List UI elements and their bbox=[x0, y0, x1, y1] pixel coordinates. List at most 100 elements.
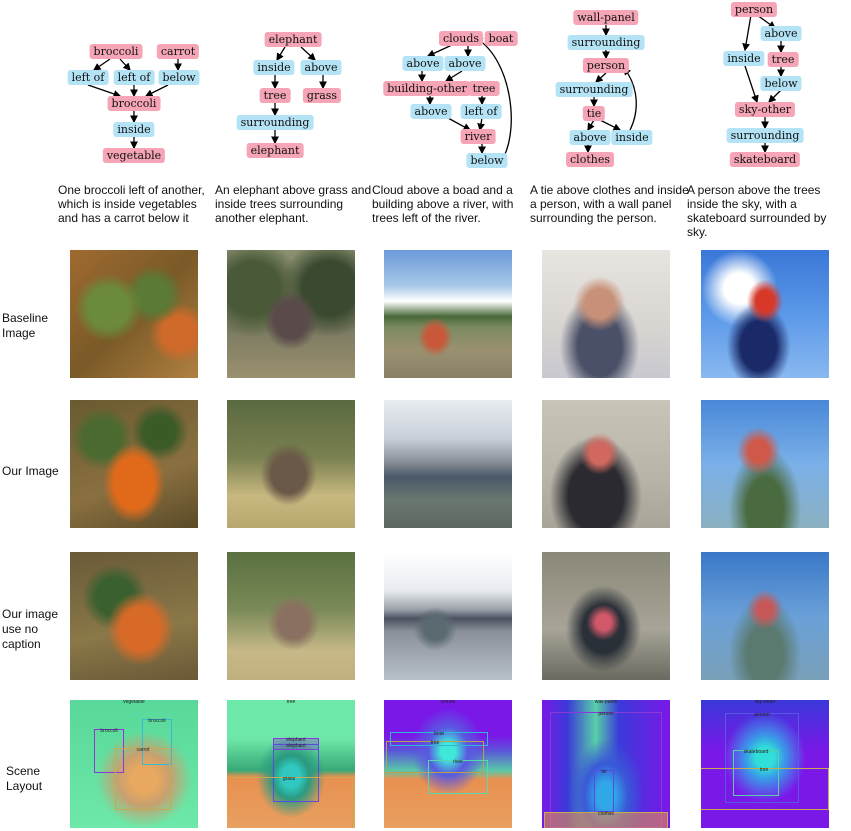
nocap-image-3 bbox=[384, 552, 512, 680]
layout-box-person: person bbox=[725, 713, 799, 803]
row-label-baseline-text: Baseline Image bbox=[2, 311, 49, 340]
layout-box-label: skateboard bbox=[743, 749, 769, 755]
graph-node-wall-panel: wall-panel bbox=[573, 10, 639, 25]
layout-box-skateboard: skateboard bbox=[733, 750, 779, 796]
layout-box-label: person bbox=[598, 711, 614, 717]
layout-box-label: boat bbox=[434, 731, 444, 737]
layout-box-tree: tree bbox=[386, 741, 484, 773]
caption-3: Cloud above a boad and a building above … bbox=[372, 183, 514, 225]
layout-box-carrot: carrot bbox=[115, 748, 171, 810]
caption-4: A tie above clothes and inside a person,… bbox=[530, 183, 689, 225]
our-image-3 bbox=[384, 400, 512, 528]
graph-node-surrounding: surrounding bbox=[567, 35, 645, 50]
layout-box-elephant-2: elephant bbox=[273, 744, 319, 802]
baseline-image-2 bbox=[227, 250, 355, 378]
scene-graph-3: clouds boat above above building-other t… bbox=[372, 0, 532, 180]
graph-node-elephant: elephant bbox=[264, 32, 322, 47]
our-image-4 bbox=[542, 400, 670, 528]
layout-label-wall-panel: wall-panel bbox=[594, 700, 618, 705]
nocap-image-1 bbox=[70, 552, 198, 680]
graph-node-tree: tree bbox=[767, 52, 799, 67]
row-label-layout: Scene Layout bbox=[6, 764, 68, 794]
layout-label-vegetable: vegetable bbox=[123, 700, 145, 705]
layout-box-label: clothes bbox=[598, 811, 614, 817]
graph-node-clothes: clothes bbox=[566, 152, 614, 167]
scene-layout-4: wall-panel person tie clothes bbox=[542, 700, 670, 828]
graph-node-inside: inside bbox=[113, 122, 155, 137]
layout-box-tie: tie bbox=[594, 770, 614, 812]
graph-node-below: below bbox=[158, 70, 200, 85]
graph-node-left-of-2: left of bbox=[113, 70, 155, 85]
graph-node-boat: boat bbox=[484, 31, 518, 46]
scene-layout-5: sky-other person skateboard tree bbox=[701, 700, 829, 828]
layout-box-label: carrot bbox=[136, 747, 150, 753]
layout-box-clothes: clothes bbox=[544, 812, 668, 828]
nocap-image-4 bbox=[542, 552, 670, 680]
baseline-image-1 bbox=[70, 250, 198, 378]
graph-node-above: above bbox=[760, 26, 802, 41]
graph-node-surrounding-2: surrounding bbox=[555, 82, 633, 97]
layout-box-label: tree bbox=[430, 740, 440, 746]
caption-2: An elephant above grass and inside trees… bbox=[215, 183, 372, 225]
caption-5: A person above the trees inside the sky,… bbox=[687, 183, 827, 239]
column-5: person above inside tree below sky-other… bbox=[687, 0, 847, 831]
scene-graph-1: broccoli carrot left of left of below br… bbox=[58, 0, 218, 180]
graph-node-surrounding: surrounding bbox=[236, 115, 314, 130]
nocap-image-2 bbox=[227, 552, 355, 680]
graph-node-vegetable: vegetable bbox=[102, 148, 166, 163]
row-label-layout-text: Scene Layout bbox=[6, 764, 43, 793]
graph-node-person: person bbox=[582, 58, 630, 73]
scene-layout-2: tree elephant elephant grass bbox=[227, 700, 355, 828]
graph-node-broccoli-2: broccoli bbox=[107, 96, 161, 111]
baseline-image-3 bbox=[384, 250, 512, 378]
scene-graph-4-edges bbox=[584, 25, 637, 154]
scene-layout-1: vegetable broccoli broccoli carrot bbox=[70, 700, 198, 828]
graph-node-clouds: clouds bbox=[438, 31, 484, 46]
graph-node-elephant-2: elephant bbox=[246, 143, 304, 158]
graph-node-above: above bbox=[569, 130, 611, 145]
row-label-ours: Our Image bbox=[2, 464, 64, 479]
row-label-baseline: Baseline Image bbox=[2, 311, 64, 341]
layout-box-tree: tree bbox=[701, 768, 829, 810]
graph-node-above: above bbox=[300, 60, 342, 75]
column-4: wall-panel surrounding person surroundin… bbox=[530, 0, 690, 831]
scene-layout-3: clouds boat tree river bbox=[384, 700, 512, 828]
scene-graph-3-edges bbox=[418, 37, 512, 161]
graph-node-building-other: building-other bbox=[383, 81, 471, 96]
graph-node-tree: tree bbox=[259, 88, 291, 103]
graph-node-person: person bbox=[730, 2, 778, 17]
layout-box-label: tree bbox=[759, 767, 769, 773]
layout-box-label: elephant bbox=[286, 737, 306, 743]
column-2: elephant inside above tree grass surroun… bbox=[215, 0, 375, 831]
graph-node-river: river bbox=[460, 129, 496, 144]
baseline-image-5 bbox=[701, 250, 829, 378]
layout-box-broccoli-2: broccoli bbox=[142, 719, 172, 765]
graph-node-surrounding: surrounding bbox=[726, 128, 804, 143]
layout-box-boat: boat bbox=[390, 732, 488, 746]
graph-node-tie: tie bbox=[582, 106, 606, 121]
scene-graph-5-edges bbox=[742, 14, 785, 154]
graph-node-below: below bbox=[760, 76, 802, 91]
our-image-1 bbox=[70, 400, 198, 528]
graph-node-left-of: left of bbox=[460, 104, 502, 119]
graph-node-carrot: carrot bbox=[156, 44, 200, 59]
layout-box-label: river bbox=[453, 759, 463, 765]
layout-label-tree: tree bbox=[286, 700, 296, 705]
scene-graph-2-edges bbox=[271, 46, 327, 145]
graph-node-above-2: above bbox=[444, 56, 486, 71]
graph-node-tree: tree bbox=[468, 81, 500, 96]
layout-box-label: broccoli bbox=[148, 718, 166, 724]
layout-box-label: person bbox=[754, 712, 770, 718]
graph-node-sky-other: sky-other bbox=[734, 102, 796, 117]
layout-label-sky-other: sky-other bbox=[754, 700, 776, 705]
layout-box-label: grass bbox=[282, 776, 296, 782]
scene-graph-5: person above inside tree below sky-other… bbox=[687, 0, 847, 180]
row-label-nocap: Our image use no caption bbox=[2, 607, 64, 652]
graph-node-above-3: above bbox=[410, 104, 452, 119]
graph-node-broccoli: broccoli bbox=[89, 44, 143, 59]
graph-node-inside: inside bbox=[253, 60, 295, 75]
layout-box-label: tie bbox=[601, 769, 607, 775]
graph-node-skateboard: skateboard bbox=[729, 152, 801, 167]
column-1: broccoli carrot left of left of below br… bbox=[58, 0, 218, 831]
row-label-ours-text: Our Image bbox=[2, 464, 59, 478]
